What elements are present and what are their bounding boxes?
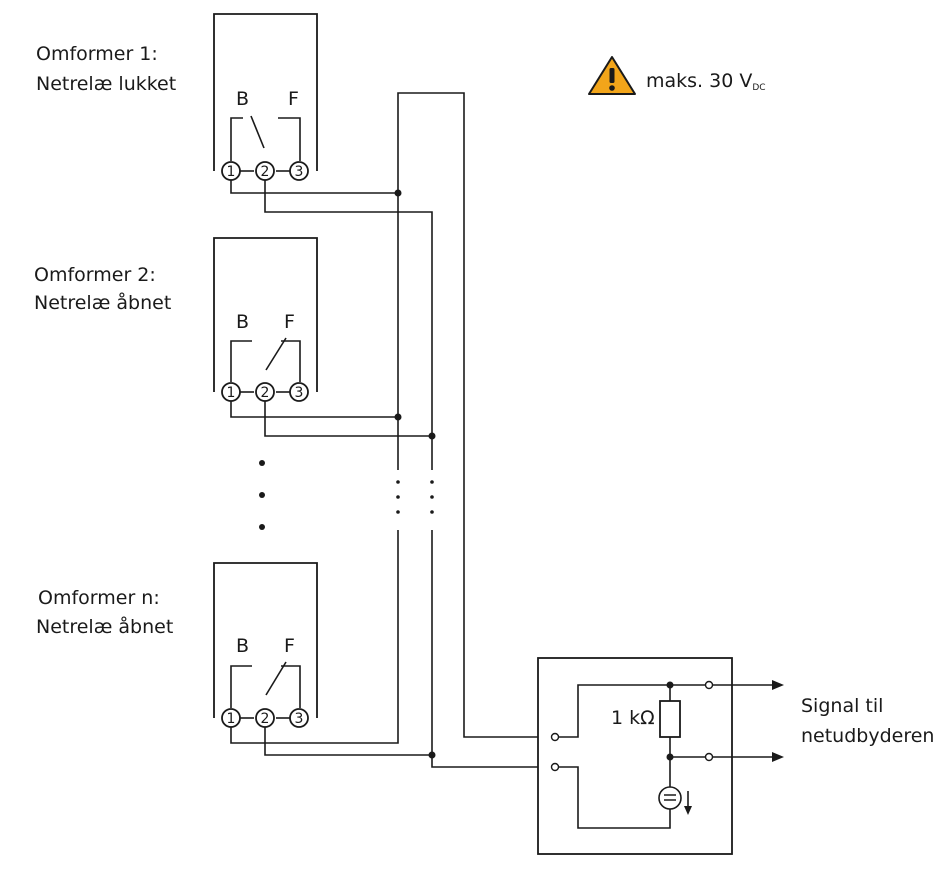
- pin-2: 2: [255, 708, 275, 728]
- svg-text:2: 2: [261, 164, 270, 180]
- svg-text:1: 1: [227, 711, 236, 727]
- relay-b-label: B: [236, 635, 249, 657]
- warning-text: maks. 30 VDC: [646, 70, 766, 93]
- svg-text:2: 2: [261, 385, 270, 401]
- pin-3: 3: [289, 382, 309, 402]
- signal-box: 1 kΩ: [537, 657, 733, 855]
- warning-note: maks. 30 VDC: [588, 56, 766, 95]
- svg-text:3: 3: [295, 385, 304, 401]
- svg-text:3: 3: [295, 711, 304, 727]
- pin-1: 1: [221, 382, 241, 402]
- inverter-2-name: Omformer 2:: [34, 264, 156, 286]
- relay-f-label: F: [288, 88, 299, 110]
- pin-3: 3: [289, 708, 309, 728]
- svg-text:2: 2: [261, 711, 270, 727]
- relay-b-label: B: [236, 88, 249, 110]
- pin-1: 1: [221, 161, 241, 181]
- svg-text:1: 1: [227, 385, 236, 401]
- current-source-icon: [658, 786, 692, 815]
- resistor: [659, 700, 681, 738]
- inverter-2-state: Netrelæ åbnet: [34, 291, 171, 314]
- svg-text:3: 3: [295, 164, 304, 180]
- inverter-n-name: Omformer n:: [38, 587, 160, 609]
- inverter-n-state: Netrelæ åbnet: [36, 615, 173, 638]
- relay-f-label: F: [284, 635, 295, 657]
- output-label-line2: netudbyderen: [801, 725, 934, 747]
- output-arrows: [713, 680, 784, 762]
- pin-3: 3: [289, 161, 309, 181]
- relay-b-label: B: [236, 311, 249, 333]
- inverter-1-name: Omformer 1:: [36, 43, 158, 65]
- output-label-line1: Signal til: [801, 695, 883, 717]
- pin-2: 2: [255, 382, 275, 402]
- relay-f-label: F: [284, 311, 295, 333]
- bus-wires: [230, 92, 538, 768]
- resistor-label: 1 kΩ: [611, 707, 655, 729]
- inverter-1-state: Netrelæ lukket: [36, 73, 176, 95]
- inverter-n-box: B F 1 2 3: [213, 562, 318, 728]
- svg-text:1: 1: [227, 164, 236, 180]
- continuation-dots: [259, 460, 265, 530]
- pin-2: 2: [255, 161, 275, 181]
- pin-1: 1: [221, 708, 241, 728]
- inverter-2-box: B F 1 2 3: [213, 237, 318, 402]
- warning-triangle-icon: [588, 56, 636, 95]
- inverter-1-box: B F 1 2 3: [213, 13, 318, 181]
